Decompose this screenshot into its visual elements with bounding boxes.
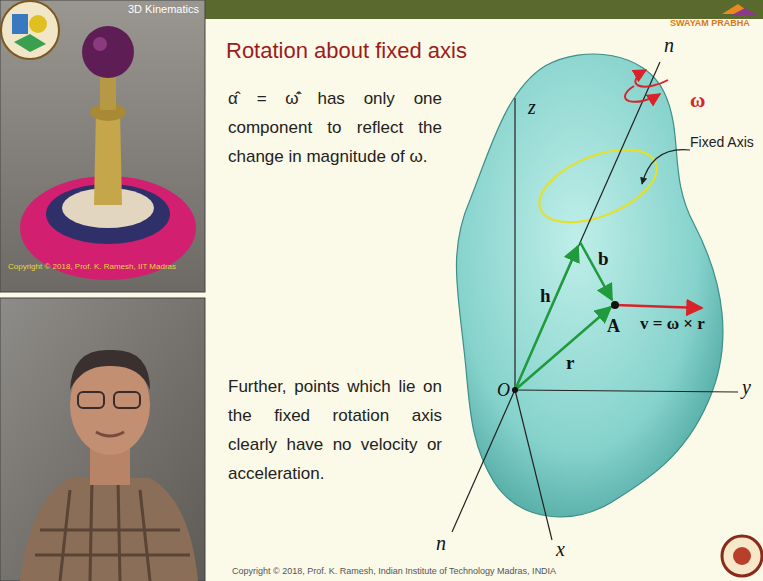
axis-label: x (556, 538, 565, 561)
swayam-logo (722, 4, 758, 16)
rotation-symbol (625, 70, 668, 102)
logo-text: SWAYAM PRABHA (670, 18, 750, 28)
axis-label: y (742, 376, 751, 399)
axis-label: z (528, 96, 536, 119)
vector-label: b (598, 248, 609, 270)
vector-label: r (566, 352, 574, 374)
callout-label: Fixed Axis (690, 134, 754, 150)
axis-label: n (664, 34, 674, 57)
iit-logo (722, 536, 762, 576)
footer-copyright: Copyright © 2018, Prof. K. Ramesh, India… (232, 566, 556, 576)
axis-label: n (436, 532, 446, 555)
body-paragraph: α̂ = ω̂̇ has only one component to refle… (228, 84, 442, 171)
coordinate-axes (452, 62, 738, 540)
vector-label: h (540, 285, 551, 307)
point-label: A (607, 316, 620, 337)
copyright-note: Copyright © 2018, Prof. K. Ramesh, IIT M… (8, 262, 198, 271)
presenter-inset (0, 298, 205, 581)
origin-label: O (497, 380, 510, 401)
header-text: 3D Kinematics (128, 3, 199, 16)
body-paragraph: Further, points which lie on the fixed r… (228, 372, 442, 488)
video-inset (0, 0, 205, 292)
leader-line (642, 150, 690, 184)
omega-label: ω (690, 88, 705, 112)
velocity-formula: v = ω × r (640, 314, 705, 334)
channel-logo (1, 1, 59, 59)
rigid-body (456, 54, 722, 517)
slide-title: Rotation about fixed axis (226, 38, 467, 64)
